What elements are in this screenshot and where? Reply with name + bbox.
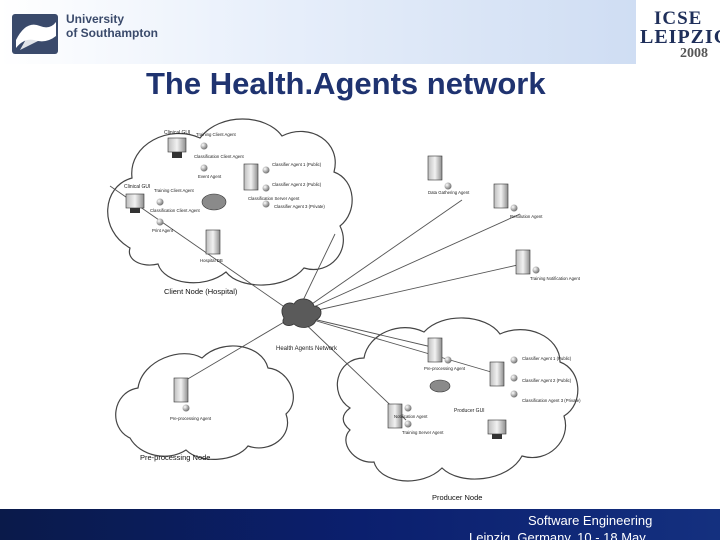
notification-agent-label: Notification Agent [394,414,428,419]
university-name-line2: of Southampton [66,26,158,40]
preprocessing-agent-label-b: Pre-processing Agent [424,366,466,371]
producer-classifier-agent-2-label: Classifier Agent 2 (Public) [522,378,572,383]
producer-classification-agent-label: Classification Agent 3 (Private) [522,398,581,403]
clinical-gui-1 [167,137,187,158]
conference-name: ICSE [654,8,703,29]
classifier-agent-3-label: Classifier Agent 3 (Private) [274,204,325,209]
agent-ball [510,356,518,364]
classifier-agent-1-label: Classifier Agent 1 (Public) [272,162,322,167]
producer-node-cloud [336,317,579,482]
classifier-agent-2-label: Classifier Agent 2 (Public) [272,182,322,187]
client-hub-icon [201,193,227,211]
agent-ball [200,164,208,172]
preprocessing-node-cloud [115,345,294,460]
university-logo: University of Southampton [10,10,170,60]
hospital-db-label: Hospital DB [200,258,223,263]
university-name-line1: University [66,12,125,26]
footer-location: Leipzig, Germany, 10 - 18 May [469,530,646,545]
agent-ball [510,374,518,382]
agent-ball [404,420,412,428]
producer-classifier-server [489,361,505,387]
agent-ball [510,204,518,212]
producer-classifier-agent-1-label: Classifier Agent 1 (Public) [522,356,572,361]
resolution-agent-label: Resolution Agent [510,214,543,219]
agent-ball [182,404,190,412]
data-gathering-server [427,155,443,181]
training-server-agent-label: Training Server Agent [402,430,444,435]
classification-server-agent-label: Classification Server Agent [248,196,300,201]
print-agent-label: Print Agent [152,228,174,233]
producer-hub-icon [429,379,451,393]
slide-title: The Health.Agents network [146,66,546,101]
conference-year: 2008 [680,46,708,61]
agent-ball [510,390,518,398]
training-client-agent-label-2: Training Client Agent [154,188,195,193]
health-agents-network-cloud [281,298,322,328]
training-notification-server [515,249,531,275]
event-agent-label: Event Agent [198,174,222,179]
preprocessing-node-label: Pre-processing Node [140,453,210,462]
data-gathering-agent-label: Data Gathering Agent [428,190,470,195]
client-node-label: Client Node (Hospital) [164,287,238,296]
resolution-server [493,183,509,209]
agent-ball [262,184,270,192]
producer-preprocessing-server [427,337,443,363]
clinical-gui-label-1: Clinical GUI [164,130,190,136]
conference-logo: ICSE LEIPZIG 2008 [636,0,720,64]
agent-ball [200,142,208,150]
header-band [0,0,720,64]
preprocessing-server [173,377,189,403]
producer-gui-label: Producer GUI [454,408,485,414]
training-notification-agent-label: Training Notification Agent [530,276,581,281]
agent-ball [262,166,270,174]
preprocessing-agent-label-a: Pre-processing Agent [170,416,212,421]
network-diagram: Health Agents Network Clinical GUI Train… [107,118,581,502]
network-label: Health Agents Network [276,346,338,352]
clinical-gui-label-2: Clinical GUI [124,184,150,190]
university-emblem-icon [12,14,58,54]
agent-ball [532,266,540,274]
agent-ball [404,404,412,412]
classification-client-agent-label-1: Classification Client Agent [194,154,244,159]
notification-server [387,403,403,429]
agent-ball [444,356,452,364]
producer-gui [487,419,507,439]
producer-node-label: Producer Node [432,493,482,502]
network-links [109,185,523,421]
client-node-cloud [107,118,353,286]
agent-ball [262,200,270,208]
footer-band: Software Engineering Leipzig, Germany, 1… [0,509,720,545]
conference-city: LEIPZIG [640,26,720,48]
classifier-server-1 [243,163,259,191]
agent-ball [156,218,164,226]
training-client-agent-label-1: Training Client Agent [196,132,237,137]
classification-client-agent-label-2: Classification Client Agent [150,208,200,213]
clinical-gui-2 [125,193,145,213]
agent-ball [156,198,164,206]
footer-title: Software Engineering [528,513,653,528]
agent-ball [444,182,452,190]
hospital-db [205,229,221,255]
